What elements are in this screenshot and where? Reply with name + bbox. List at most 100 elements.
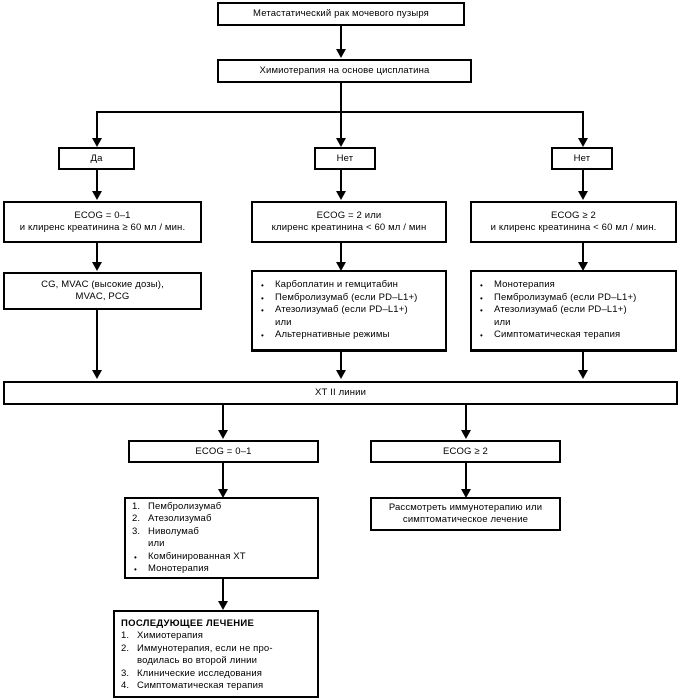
regimen-right-item-label: Монотерапия [494, 279, 555, 291]
regimen-middle-item: • Альтернативные режимы [253, 329, 445, 342]
subsequent-item-label: водилась во второй линии [137, 655, 258, 666]
node-label: ECOG = 0–1 [195, 445, 252, 457]
arrow-regimen-right-down [578, 370, 588, 379]
node-label: Да [90, 152, 103, 164]
second-line-option-item-label: Монотерапия [148, 563, 209, 574]
arrow-branch-left [92, 138, 102, 147]
connector-regimen-mid-bar [251, 350, 447, 352]
list-marker: 2. [132, 513, 141, 524]
connector-root-to-chemo [340, 26, 342, 50]
regimen-middle-item-label: Карбоплатин и гемцитабин [275, 279, 399, 291]
immuno-line-2: симптоматическое лечение [402, 514, 529, 525]
connector-branch-left [96, 111, 98, 140]
regimen-left-line-2: MVAC, PCG [75, 291, 130, 302]
node-metastatic-bladder-cancer: Метастатический рак мочевого пузыря [217, 2, 465, 26]
regimen-right-item: •Пембролизумаб (если PD–L1+) [472, 292, 675, 305]
connector-regimen-right-bar [470, 350, 677, 352]
regimen-middle-item-label: Альтернативные режимы [275, 329, 390, 341]
bullet-icon: • [480, 306, 483, 316]
node-label: Нет [336, 152, 354, 164]
subsequent-item: 1.Химиотерапия [115, 630, 317, 643]
connector-branch-right [582, 111, 584, 140]
connector-second-line-right-down [465, 405, 467, 432]
regimen-middle-item-label: Атезолизумаб (если PD–L1+) [275, 304, 408, 316]
subsequent-item-label: Клинические исследования [137, 667, 263, 679]
regimen-middle-item: •Атезолизумаб (если PD–L1+) [253, 304, 445, 317]
arrow-regimen-left-down [92, 370, 102, 379]
node-ecog-left-criteria: ECOG = 0–1 и клиренс креатинина ≥ 60 мл … [3, 201, 202, 243]
node-branch-no-middle: Нет [314, 147, 376, 170]
node-immunotherapy-or-supportive: Рассмотреть иммунотерапию или симптомати… [370, 497, 561, 531]
ecog-left-line-2: и клиренс креатинина ≥ 60 мл / мин. [19, 222, 186, 233]
connector-second-line-left-down [222, 405, 224, 432]
bullet-icon: • [261, 331, 264, 341]
ecog-left-line-1: ECOG = 0–1 [74, 210, 131, 221]
regimen-middle-item-label: Пембролизумаб (если PD–L1+) [275, 291, 418, 303]
connector-options-to-subsequent [222, 579, 224, 603]
subsequent-treatment-header: ПОСЛЕДУЮЩЕЕ ЛЕЧЕНИЕ [121, 618, 255, 629]
arrow-ecog-left-down [92, 262, 102, 271]
subsequent-item-label: Иммунотерапия, если не про- [137, 642, 273, 654]
bullet-icon: • [134, 552, 137, 562]
subsequent-item: водилась во второй линии [115, 655, 317, 668]
subsequent-item: 4.Симптоматическая терапия [115, 680, 317, 693]
node-label: ECOG ≥ 2 [443, 445, 488, 457]
list-marker: 2. [121, 642, 130, 654]
arrow-ecog-mid-down [336, 262, 346, 271]
regimen-right-item-label: Атезолизумаб (если PD–L1+) [494, 304, 627, 316]
second-line-option-item: • Монотерапия [126, 563, 317, 576]
node-second-line-ecog-0-1: ECOG = 0–1 [128, 440, 319, 463]
list-marker: 3. [121, 667, 130, 679]
node-second-line-ecog-ge-2: ECOG ≥ 2 [370, 440, 561, 463]
node-regimen-cisplatin-eligible: CG, MVAC (высокие дозы), MVAC, PCG [3, 272, 202, 310]
bullet-icon: • [261, 281, 264, 291]
bullet-icon: • [480, 331, 483, 341]
regimen-right-item-label: Симптоматическая терапия [494, 329, 621, 341]
arrow-regimen-mid-down [336, 370, 346, 379]
second-line-option-item-label: Атезолизумаб [148, 513, 212, 524]
connector-ecog-left-down [96, 243, 98, 265]
node-second-line-chemotherapy: ХТ II линии [3, 381, 678, 405]
second-line-option-item: 3. Ниволумаб [126, 526, 317, 539]
connector-yes-down [96, 170, 98, 192]
second-line-option-item-label: или [148, 538, 165, 549]
bullet-icon: • [134, 565, 137, 574]
arrow-yes-down [92, 191, 102, 200]
arrow-branch-right [578, 138, 588, 147]
node-branch-no-right: Нет [551, 147, 613, 170]
arrow-branch-mid [336, 138, 346, 147]
connector-no-right-down [582, 170, 584, 192]
connector-ecogge2-down [465, 463, 467, 491]
arrow-ecogge2-down [461, 489, 471, 498]
arrow-ecog01-down [218, 489, 228, 498]
connector-chemo-down [340, 83, 342, 112]
list-marker: 3. [132, 525, 141, 537]
regimen-right-item: • Симптоматическая терапия [472, 329, 675, 342]
ecog-right-line-2: и клиренс креатинина < 60 мл / мин. [490, 222, 657, 233]
connector-regimen-mid-down [340, 350, 342, 372]
list-marker: 4. [121, 680, 130, 691]
second-line-option-item: •Комбинированная ХТ [126, 551, 317, 564]
arrow-options-to-subsequent [218, 601, 228, 610]
node-ecog-middle-criteria: ECOG = 2 или клиренс креатинина < 60 мл … [251, 201, 447, 243]
node-ecog-right-criteria: ECOG ≥ 2 и клиренс креатинина < 60 мл / … [470, 201, 677, 243]
second-line-option-item-label: Ниволумаб [148, 525, 199, 537]
node-label: Нет [573, 152, 591, 164]
regimen-middle-item-label: или [275, 316, 292, 328]
node-cisplatin-chemotherapy: Химиотерапия на основе цисплатина [217, 59, 472, 83]
arrow-ecog-right-down [578, 262, 588, 271]
second-line-option-item: 1.Пембролизумаб [126, 501, 317, 514]
connector-branch-mid [340, 111, 342, 140]
regimen-right-item-label: или [494, 316, 511, 328]
bullet-icon: • [261, 293, 264, 303]
arrow-second-line-left-down [218, 430, 228, 439]
regimen-middle-item: • Пембролизумаб (если PD–L1+) [253, 292, 445, 305]
regimen-left-line-1: CG, MVAC (высокие дозы), [41, 279, 164, 290]
node-label: Метастатический рак мочевого пузыря [253, 8, 429, 19]
regimen-middle-item: • Карбоплатин и гемцитабин [253, 279, 445, 292]
second-line-option-item: или [126, 538, 317, 551]
connector-regimen-left-down [96, 310, 98, 372]
regimen-right-item-label: Пембролизумаб (если PD–L1+) [494, 291, 637, 303]
